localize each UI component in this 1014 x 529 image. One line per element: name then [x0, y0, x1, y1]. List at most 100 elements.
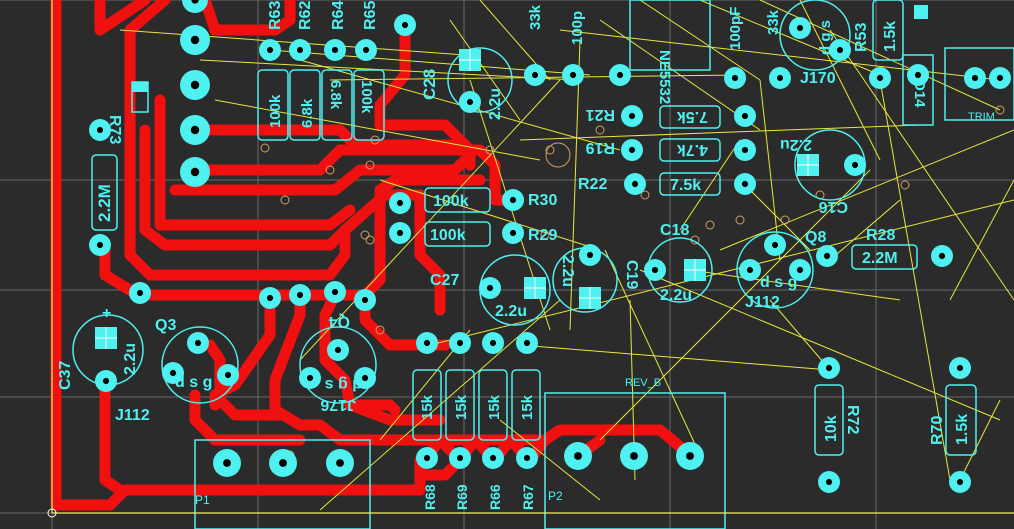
airwire	[379, 179, 601, 251]
airwire	[949, 179, 1014, 301]
track[interactable]	[99, 374, 126, 496]
via[interactable]	[485, 145, 495, 155]
p1-label: P1	[195, 493, 210, 507]
pad-hole	[169, 369, 177, 377]
pad-hole	[509, 196, 517, 204]
track[interactable]	[209, 294, 276, 411]
ic-ne5532: NE5532	[656, 50, 673, 104]
pad-hole	[686, 452, 694, 460]
track[interactable]	[349, 399, 401, 416]
track[interactable]	[94, 0, 151, 36]
via[interactable]	[375, 325, 385, 335]
q3-package: J112	[115, 407, 150, 424]
pad-hole	[361, 374, 369, 382]
track[interactable]	[124, 0, 411, 281]
pad[interactable]	[182, 0, 208, 13]
c18-label: C18	[660, 222, 689, 239]
pad-hole	[456, 339, 464, 347]
pad-hole	[628, 112, 636, 120]
j170-outline	[779, 0, 851, 71]
pads	[89, 0, 1011, 493]
track[interactable]	[199, 0, 296, 36]
track[interactable]	[269, 289, 546, 446]
r66-outline	[478, 369, 508, 441]
track[interactable]	[374, 19, 476, 171]
r63-outline	[257, 69, 289, 141]
via[interactable]	[705, 220, 715, 230]
pad-hole	[509, 229, 517, 237]
q3-pins: d s g	[175, 374, 212, 391]
pad-hole	[741, 146, 749, 154]
ratsnest-lines	[119, 0, 1014, 511]
r72-value: 10k	[823, 415, 840, 442]
c-100p-a: 100p	[569, 11, 586, 45]
pad-hole	[489, 454, 497, 462]
r29-label: R29	[528, 227, 557, 244]
track[interactable]	[189, 144, 516, 206]
track[interactable]	[394, 189, 446, 316]
pad-hole	[224, 371, 232, 379]
pad-hole	[771, 241, 779, 249]
d14-band	[914, 5, 928, 19]
pad-hole	[336, 459, 344, 467]
r64-value: 6.8k	[327, 80, 344, 110]
r66-value: 15k	[486, 394, 503, 420]
via[interactable]	[325, 165, 335, 175]
via[interactable]	[360, 230, 370, 240]
pad-hole	[423, 454, 431, 462]
via[interactable]	[260, 143, 270, 153]
airwire	[519, 344, 831, 371]
via[interactable]	[365, 160, 375, 170]
track[interactable]	[154, 94, 356, 231]
j170-label: J170	[800, 70, 836, 87]
track[interactable]	[139, 124, 351, 251]
r64-label: R64	[330, 1, 347, 30]
pad-hole	[396, 229, 404, 237]
via[interactable]	[900, 180, 910, 190]
pad-hole	[190, 167, 200, 177]
r63-label: R63	[267, 1, 284, 30]
pad-hole	[190, 80, 200, 90]
track[interactable]	[50, 0, 426, 511]
c-100p-b: 100pF	[727, 7, 744, 50]
r62-label: R62	[297, 1, 314, 30]
track[interactable]	[169, 154, 471, 196]
via[interactable]	[540, 230, 550, 240]
pad-hole	[296, 291, 304, 299]
via[interactable]	[640, 190, 650, 200]
pad-hole	[971, 74, 979, 82]
via[interactable]	[280, 195, 290, 205]
pad-hole	[956, 364, 964, 372]
q4-label: Q4	[329, 313, 350, 330]
q8-outline	[736, 231, 814, 309]
r22-value: 7.5k	[670, 177, 701, 194]
pad-hole	[586, 251, 594, 259]
pad-hole	[616, 71, 624, 79]
via[interactable]	[995, 105, 1005, 115]
pad-hole	[396, 199, 404, 207]
via[interactable]	[780, 215, 790, 225]
c16-label: C16	[819, 198, 848, 215]
r29-outline	[424, 221, 491, 247]
via[interactable]	[365, 235, 375, 245]
pad-hole	[523, 339, 531, 347]
pad-hole	[266, 46, 274, 54]
r29-value: 100k	[430, 227, 466, 244]
airwire	[879, 79, 951, 481]
airwire	[689, 269, 901, 301]
airwire	[449, 19, 521, 121]
pad-hole	[531, 71, 539, 79]
pad-hole	[456, 454, 464, 462]
pad-hole	[630, 452, 638, 460]
via[interactable]	[595, 125, 605, 135]
pad-hole	[996, 74, 1004, 82]
c27-label: C27	[430, 272, 459, 289]
track[interactable]	[319, 289, 446, 426]
via[interactable]	[735, 215, 745, 225]
r65-outline	[353, 69, 385, 141]
pad-hole	[746, 266, 754, 274]
silkscreen-labels: R73 2.2M R63 R62 R64 R65 100k 6.8k 6.8k …	[57, 1, 995, 510]
q8-label: Q8	[805, 229, 826, 246]
pad-hole	[296, 46, 304, 54]
